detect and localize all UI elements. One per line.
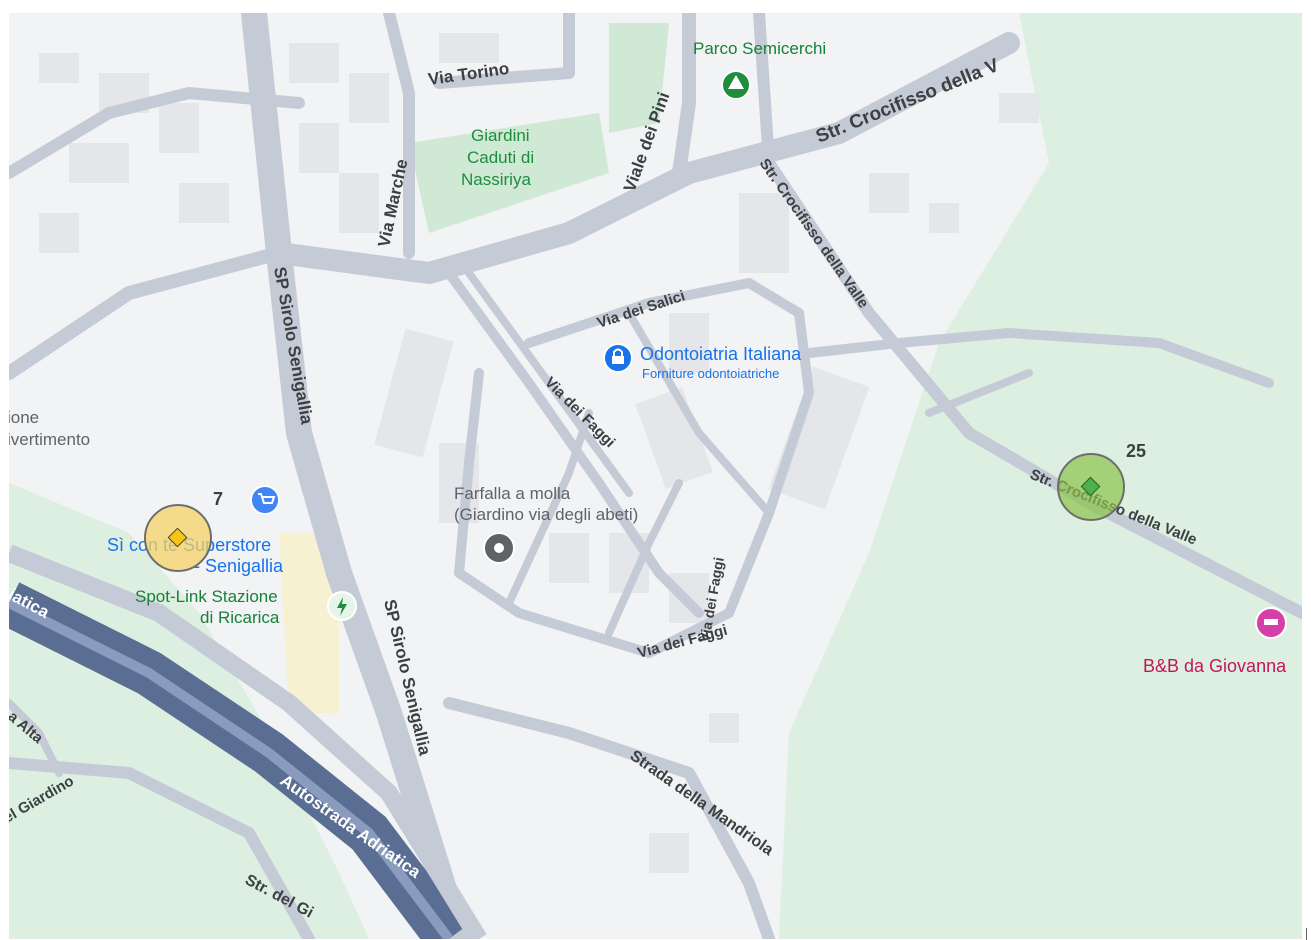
corner-mark <box>1306 928 1311 940</box>
svg-text:Spot-Link Stazione: Spot-Link Stazione <box>135 587 278 606</box>
map-canvas[interactable]: Via Torino Viale dei Pini Str. Crocifiss… <box>9 13 1302 939</box>
parco-strip <box>609 23 669 133</box>
tree-icon-glyph <box>728 75 744 89</box>
green-cluster-marker[interactable]: 25 <box>1057 441 1146 521</box>
diamond-icon <box>1080 476 1101 497</box>
yellow-lot <box>279 533 339 713</box>
poi-giardini-caduti[interactable]: Giardini Caduti di Nassiriya <box>461 126 534 189</box>
buildings <box>39 33 1039 873</box>
poi-spot-link[interactable]: Spot-Link Stazione di Ricarica <box>135 587 357 627</box>
svg-text:B&B da Giovanna: B&B da Giovanna <box>1143 656 1287 676</box>
green-cluster-count: 25 <box>1126 441 1146 461</box>
yellow-cluster-count: 7 <box>213 489 223 509</box>
poi-label-odontoiatria: Odontoiatria Italiana <box>640 344 802 364</box>
poi-farfalla-a-molla[interactable]: Farfalla a molla (Giardino via degli abe… <box>454 484 638 564</box>
svg-text:Nassiriya: Nassiriya <box>461 170 531 189</box>
poi-bnb-da-giovanna[interactable]: B&B da Giovanna <box>1143 607 1287 676</box>
svg-text:Farfalla a molla: Farfalla a molla <box>454 484 571 503</box>
diamond-icon <box>167 527 188 548</box>
svg-text:ione: ione <box>9 408 39 427</box>
svg-text:- Senigallia: - Senigallia <box>194 556 284 576</box>
poi-left-cut: ione ivertimento <box>9 408 90 449</box>
shopping-cart-icon <box>250 485 280 515</box>
giardini-park <box>409 113 609 233</box>
svg-text:di Ricarica: di Ricarica <box>200 608 280 627</box>
poi-label-parco-semicerchi: Parco Semicerchi <box>693 39 826 58</box>
yellow-cluster-marker[interactable]: 7 <box>144 489 223 572</box>
map-view[interactable]: Via Torino Viale dei Pini Str. Crocifiss… <box>9 13 1302 939</box>
svg-text:ivertimento: ivertimento <box>9 430 90 449</box>
svg-text:Caduti di: Caduti di <box>467 148 534 167</box>
roads <box>9 13 1302 939</box>
autostrada-adriatica <box>9 544 487 939</box>
poi-odontoiatria-italiana[interactable]: Odontoiatria Italiana Forniture odontoia… <box>603 343 802 381</box>
svg-text:Giardini: Giardini <box>471 126 530 145</box>
svg-text:(Giardino via degli abeti): (Giardino via degli abeti) <box>454 505 638 524</box>
poi-parco-semicerchi[interactable]: Parco Semicerchi <box>693 39 826 100</box>
poi-sublabel-odontoiatria: Forniture odontoiatriche <box>642 366 779 381</box>
